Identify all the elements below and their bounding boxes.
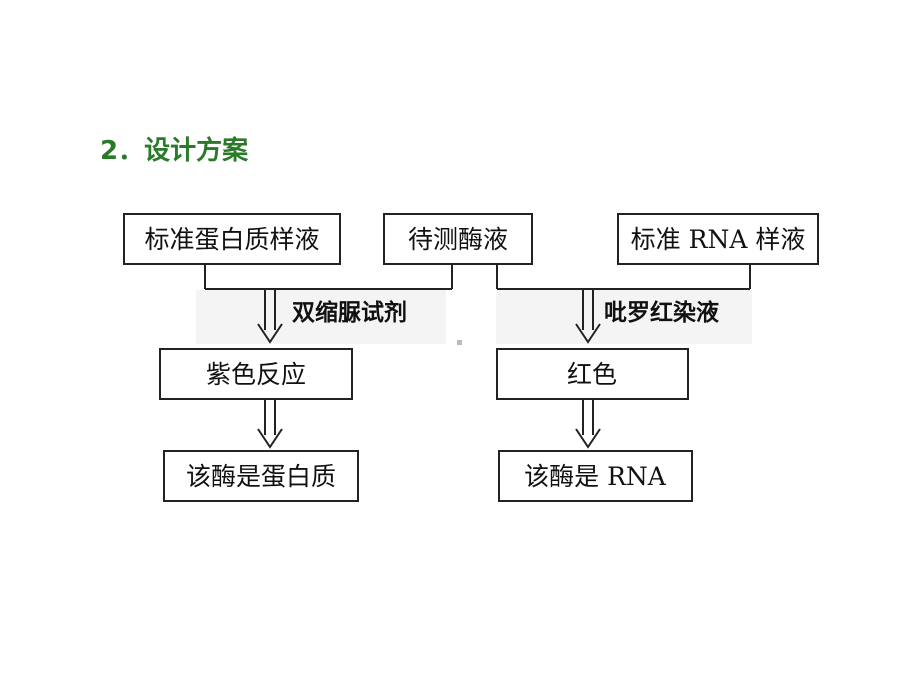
reagent-band-left [196,290,446,344]
box-purple-reaction-label: 紫色反应 [206,360,306,389]
double-arrow-left-2 [257,399,283,449]
connector-right [496,264,751,290]
box-result-rna-label: 该酶是 RNA [524,462,667,491]
box-standard-protein-label: 标准蛋白质样液 [144,225,319,254]
box-standard-protein: 标准蛋白质样液 [123,213,341,265]
connector-left [204,264,453,290]
box-test-enzyme-label: 待测酶液 [408,225,508,254]
box-red-color: 红色 [496,348,689,400]
section-heading: 2．设计方案 [100,136,249,166]
box-test-enzyme: 待测酶液 [383,213,533,265]
box-result-protein: 该酶是蛋白质 [163,450,359,502]
double-arrow-left-1 [257,289,283,344]
box-red-color-label: 红色 [567,360,617,389]
box-standard-rna: 标准 RNA 样液 [617,213,819,265]
reagent-pyronin-label: 吡罗红染液 [604,299,719,326]
stray-dot [457,340,462,345]
double-arrow-right-1 [575,289,601,344]
double-arrow-right-2 [575,399,601,449]
box-result-protein-label: 该酶是蛋白质 [186,462,336,491]
box-standard-rna-label: 标准 RNA 样液 [631,225,806,254]
box-result-rna: 该酶是 RNA [498,450,693,502]
reagent-biuret-label: 双缩脲试剂 [292,299,407,326]
box-purple-reaction: 紫色反应 [159,348,353,400]
reagent-band-right [496,290,752,344]
